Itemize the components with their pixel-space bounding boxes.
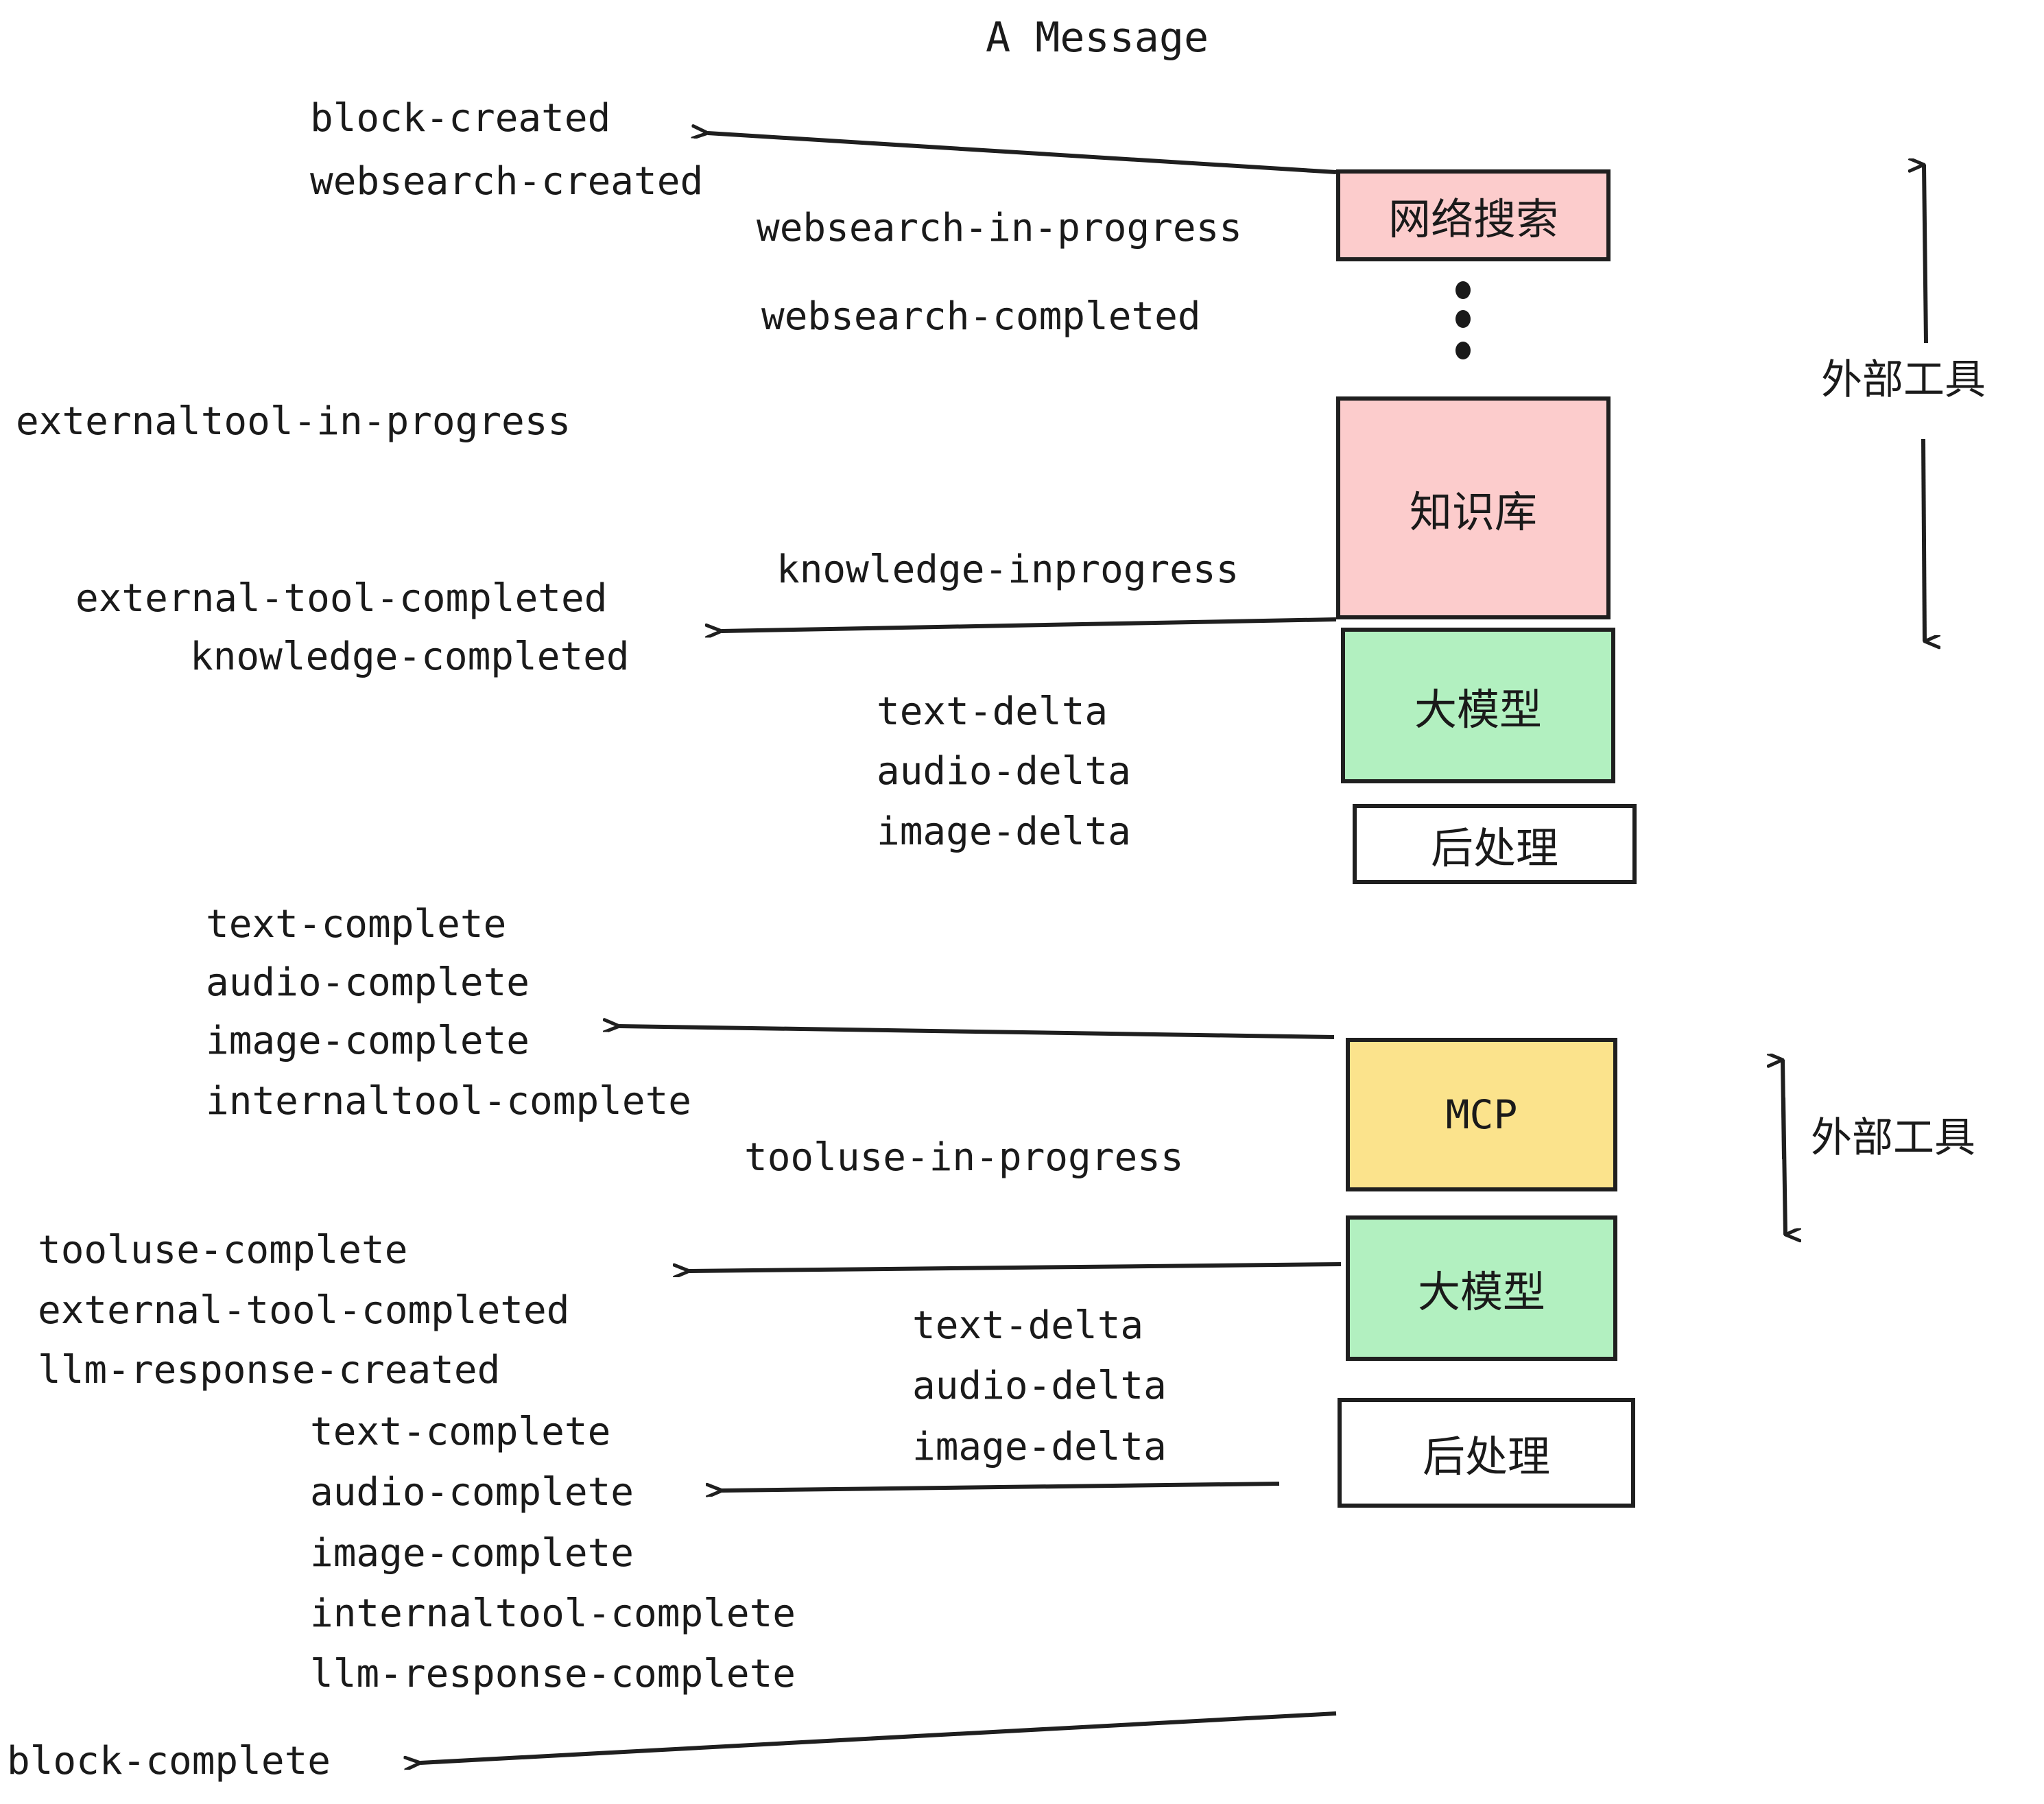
event-block-complete: block-complete [7, 1739, 331, 1783]
box-websearch-label: 网络搜索 [1388, 194, 1558, 244]
event-tooluse-in-progress: tooluse-in-progress [744, 1135, 1184, 1180]
box-postprocess-2[interactable]: 后处理 [1338, 1398, 1635, 1508]
box-postprocess-2-label: 后处理 [1422, 1432, 1550, 1482]
event-externaltool-in-progress: externaltool-in-progress [16, 399, 571, 444]
event-external-tool-completed-1: external-tool-completed [75, 576, 608, 621]
external-tools-label-bottom: 外部工具 [1811, 1114, 1975, 1162]
page-title: A Message [986, 14, 1209, 62]
box-postprocess-1-label: 后处理 [1430, 822, 1558, 873]
event-audio-delta-1: audio-delta [877, 749, 1131, 794]
event-llm-response-complete: llm-response-complete [310, 1652, 796, 1696]
event-knowledge-completed: knowledge-completed [190, 634, 630, 679]
external-tools-label-top: 外部工具 [1821, 356, 1986, 404]
box-websearch[interactable]: 网络搜索 [1336, 169, 1611, 261]
event-audio-complete-2: audio-complete [310, 1470, 634, 1515]
event-text-delta-1: text-delta [877, 689, 1108, 734]
arrow-mcp-to-tooluse-complete [689, 1262, 1342, 1271]
arrow-websearch-to-block-created [708, 133, 1337, 174]
arrow-llm2-to-audio-complete [722, 1482, 1280, 1491]
event-websearch-completed: websearch-completed [761, 294, 1201, 339]
box-postprocess-1[interactable]: 后处理 [1353, 804, 1637, 884]
box-knowledge-base-label: 知识库 [1409, 486, 1537, 537]
ellipsis-dot-3 [1455, 342, 1471, 359]
event-internaltool-complete-1: internaltool-complete [206, 1079, 692, 1124]
event-internaltool-complete-2: internaltool-complete [310, 1591, 796, 1636]
event-audio-complete-1: audio-complete [206, 960, 530, 1005]
event-websearch-in-progress: websearch-in-progress [757, 206, 1243, 250]
event-image-complete-2: image-complete [310, 1531, 634, 1576]
event-image-delta-1: image-delta [877, 809, 1131, 854]
event-text-delta-2: text-delta [912, 1303, 1144, 1348]
event-external-tool-completed-2: external-tool-completed [38, 1288, 570, 1333]
external-tools-bottom-double-arrow [1783, 1060, 1785, 1235]
event-image-delta-2: image-delta [912, 1425, 1167, 1469]
external-tools-top-double-arrow [1923, 165, 1926, 641]
box-llm-2-label: 大模型 [1417, 1267, 1545, 1317]
event-audio-delta-2: audio-delta [912, 1364, 1167, 1408]
arrow-knowledge-to-completed [722, 617, 1337, 631]
event-llm-response-created: llm-response-created [38, 1348, 501, 1392]
event-websearch-created: websearch-created [310, 159, 704, 204]
event-image-complete-1: image-complete [206, 1019, 530, 1063]
arrow-postprocess1-to-image-complete [619, 1026, 1335, 1039]
box-mcp-label: MCP [1445, 1091, 1518, 1138]
box-llm-2[interactable]: 大模型 [1346, 1215, 1617, 1361]
ellipsis-dot-1 [1455, 281, 1471, 299]
event-block-created: block-created [310, 96, 611, 141]
event-text-complete-2: text-complete [310, 1410, 611, 1454]
arrow-postprocess2-to-block-complete [420, 1711, 1337, 1763]
event-tooluse-complete: tooluse-complete [38, 1228, 408, 1272]
box-knowledge-base[interactable]: 知识库 [1336, 396, 1611, 619]
box-llm-1[interactable]: 大模型 [1341, 628, 1615, 783]
box-llm-1-label: 大模型 [1414, 684, 1542, 735]
event-text-complete-1: text-complete [206, 902, 507, 947]
event-knowledge-inprogress: knowledge-inprogress [776, 547, 1239, 592]
box-mcp[interactable]: MCP [1346, 1038, 1617, 1191]
ellipsis-dot-2 [1455, 310, 1471, 328]
